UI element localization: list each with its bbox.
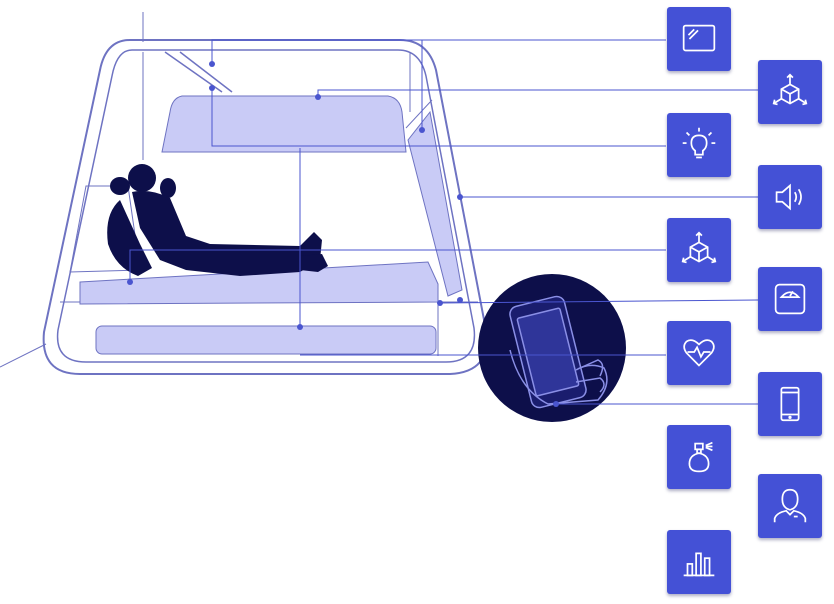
movement-top-feature-tile[interactable] [758, 60, 822, 124]
pod-outer-shell [42, 39, 488, 375]
profile-feature-tile[interactable] [758, 474, 822, 538]
mattress [79, 261, 439, 305]
person-silhouette [107, 164, 328, 276]
floor-guide-line [0, 343, 47, 368]
under-bed-drawer [95, 325, 437, 355]
frame-strut [179, 51, 233, 93]
display-feature-tile[interactable] [667, 7, 731, 71]
cube-arrows-icon [681, 231, 717, 264]
frame-strut [405, 99, 433, 129]
sound-feature-tile[interactable] [758, 165, 822, 229]
callout-lighting-line [211, 88, 666, 147]
lightbulb-icon [682, 127, 716, 159]
callout-dots [127, 61, 559, 407]
smartphone-icon [780, 386, 800, 422]
callout-movement-bed-line [129, 249, 666, 282]
speaker-icon [775, 183, 802, 211]
aroma-feature-tile[interactable] [667, 425, 731, 489]
movement-bed-feature-tile[interactable] [667, 218, 731, 282]
callout-scale-line [439, 299, 759, 304]
heart-rate-feature-tile[interactable] [667, 321, 731, 385]
ceiling-panel [161, 95, 407, 153]
statistics-feature-tile[interactable] [667, 530, 731, 594]
bar-chart-icon [683, 552, 715, 577]
pod-inner-shell [56, 49, 476, 363]
callout-display-line [211, 39, 666, 64]
lighting-feature-tile[interactable] [667, 113, 731, 177]
cube-arrows-icon [772, 73, 808, 106]
callout-lines [129, 39, 759, 405]
user-icon [773, 488, 807, 523]
scale-feature-tile[interactable] [758, 267, 822, 331]
screen-icon [682, 24, 716, 52]
scale-icon [774, 283, 806, 315]
phone-control-feature-tile[interactable] [758, 372, 822, 436]
heart-pulse-icon [683, 339, 715, 367]
phone-in-hand [509, 295, 608, 409]
perfume-icon [688, 441, 713, 473]
